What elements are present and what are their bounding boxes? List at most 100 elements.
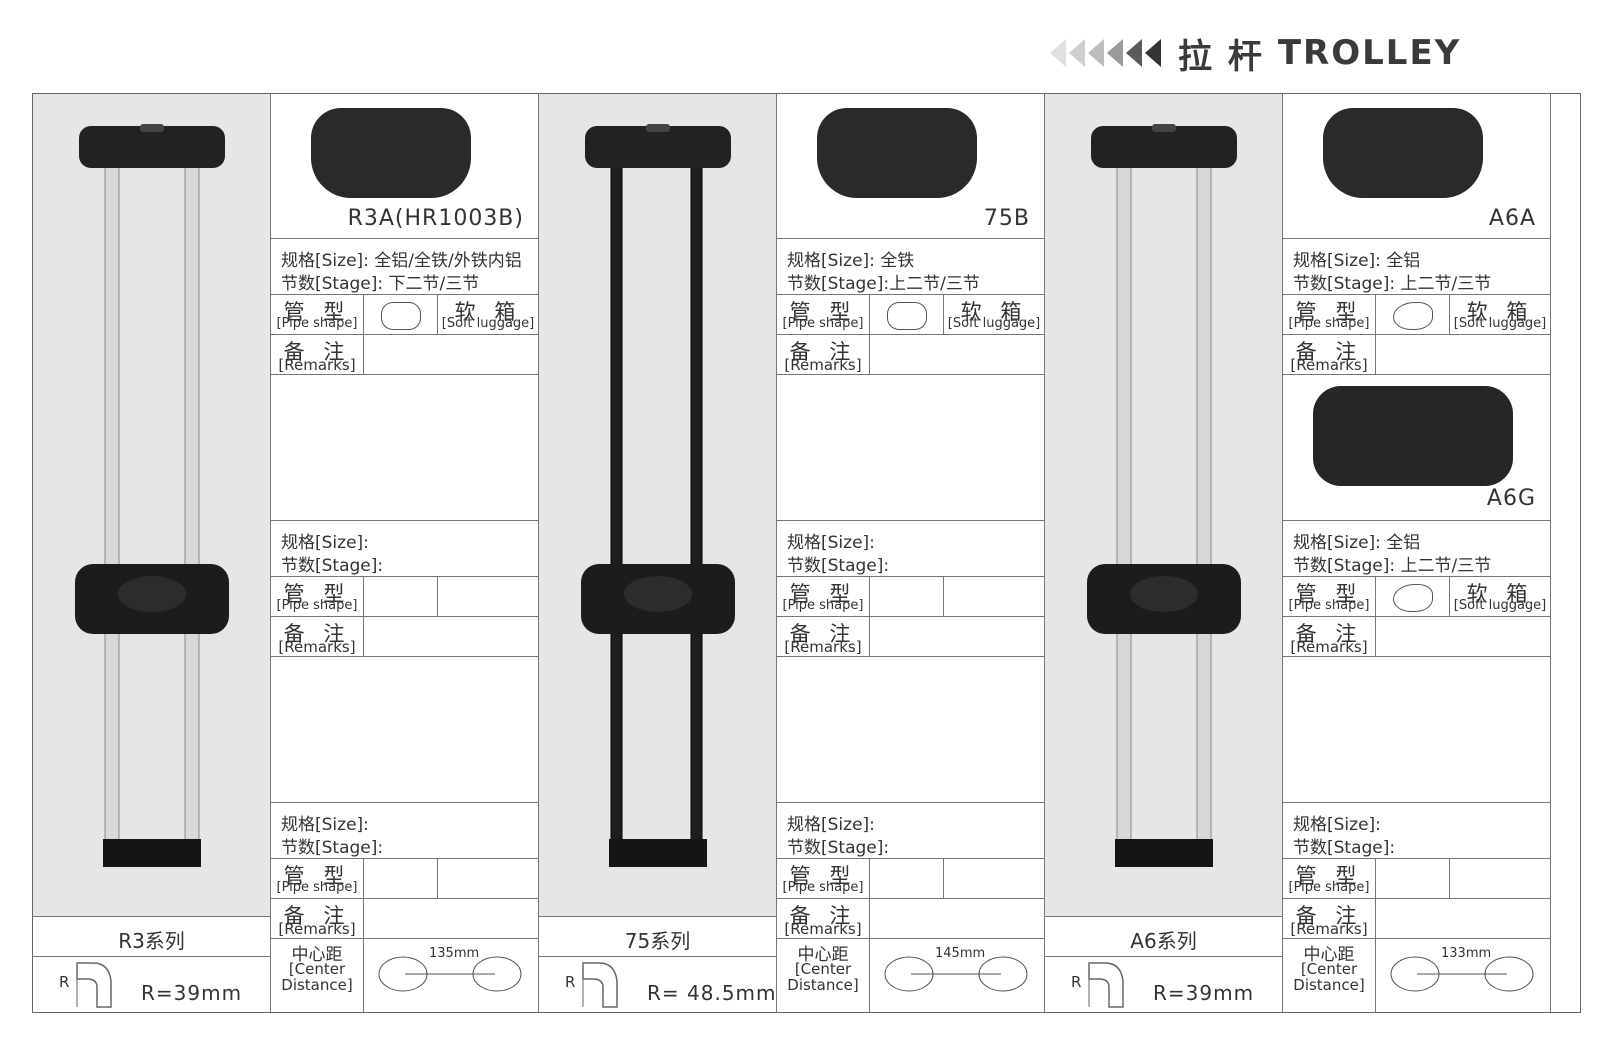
remarks-label-en: [Remarks] xyxy=(784,356,862,374)
trolley-image-panel xyxy=(33,94,271,916)
size-spec: 规格[Size]: xyxy=(1293,815,1381,835)
product-sheet: R3系列 R R=39mm R3A(HR1003B) 规格[Size]: 全铝/全铁/外… xyxy=(32,93,1581,1013)
center-label-cn: 中心距 xyxy=(291,945,343,965)
pipe-label-cn: 管 型 xyxy=(283,300,351,324)
pipe-label-cn: 管 型 xyxy=(283,582,351,606)
center-label-en: Distance] xyxy=(1293,976,1365,994)
center-label-en: Distance] xyxy=(787,976,859,994)
remarks-label-en: [Remarks] xyxy=(1290,638,1368,656)
handle-product-icon xyxy=(1323,108,1483,198)
remarks-label-en: [Remarks] xyxy=(278,920,356,938)
trolley-icon xyxy=(75,124,229,867)
remarks-label-en: [Remarks] xyxy=(784,920,862,938)
pipe-label-en: [Pipe shape] xyxy=(276,880,358,895)
pipe-shape-icon xyxy=(887,302,927,330)
size-spec: 规格[Size]: xyxy=(787,815,875,835)
stage-spec: 节数[Stage]: 下二节/三节 xyxy=(281,274,480,294)
handle-product-icon xyxy=(311,108,471,198)
trolley-icon xyxy=(581,124,735,867)
center-distance-diagram xyxy=(1387,948,1537,998)
r-letter: R xyxy=(59,973,70,991)
soft-label-cn: 软 箱 xyxy=(1466,300,1534,324)
radius-icon xyxy=(1088,962,1124,1008)
center-distance-value: 135mm xyxy=(429,946,480,961)
remarks-label-cn: 备 注 xyxy=(789,904,857,928)
model-number: A6A xyxy=(1488,206,1536,231)
pipe-label-cn: 管 型 xyxy=(1295,582,1363,606)
radius-value: R=39mm xyxy=(1153,981,1255,1005)
pipe-label-en: [Pipe shape] xyxy=(782,316,864,331)
center-label-cn: 中心距 xyxy=(1303,945,1355,965)
remarks-label-en: [Remarks] xyxy=(1290,920,1368,938)
pipe-shape-icon xyxy=(1393,302,1433,330)
size-spec: 规格[Size]: 全铝 xyxy=(1293,251,1421,271)
trolley-image-panel xyxy=(1045,94,1283,916)
page-header: 拉 杆 TROLLEY xyxy=(1050,28,1461,78)
remarks-label-en: [Remarks] xyxy=(1290,356,1368,374)
pipe-label-cn: 管 型 xyxy=(789,582,857,606)
remarks-label-cn: 备 注 xyxy=(283,340,351,364)
center-label-en: Distance] xyxy=(281,976,353,994)
remarks-label-cn: 备 注 xyxy=(283,904,351,928)
remarks-label-cn: 备 注 xyxy=(1295,904,1363,928)
soft-label-en: [Soft luggage] xyxy=(441,316,535,331)
soft-label-en: [Soft luggage] xyxy=(1453,598,1547,613)
radius-value: R= 48.5mm xyxy=(647,981,777,1005)
pipe-label-en: [Pipe shape] xyxy=(782,880,864,895)
stage-spec: 节数[Stage]: 上二节/三节 xyxy=(1293,274,1492,294)
pipe-label-en: [Pipe shape] xyxy=(276,316,358,331)
title-en: TROLLEY xyxy=(1277,33,1462,73)
model-number: R3A(HR1003B) xyxy=(347,206,524,231)
pipe-label-cn: 管 型 xyxy=(1295,864,1363,888)
title-cn: 拉 杆 xyxy=(1178,36,1264,77)
stage-spec: 节数[Stage]: xyxy=(1293,838,1396,858)
center-distance-icon xyxy=(378,956,522,992)
pipe-label-en: [Pipe shape] xyxy=(782,598,864,613)
spec-panel: R3A(HR1003B) 规格[Size]: 全铝/全铁/外铁内铝节数[Stage… xyxy=(271,94,539,1012)
radius-icon xyxy=(76,962,112,1008)
pipe-label-cn: 管 型 xyxy=(789,300,857,324)
soft-label-cn: 软 箱 xyxy=(1466,582,1534,606)
center-distance-value: 145mm xyxy=(935,946,986,961)
chevrons-icon xyxy=(1050,39,1164,67)
center-label-en: [Center xyxy=(1300,960,1358,978)
pipe-label-en: [Pipe shape] xyxy=(1288,598,1370,613)
pipe-label-en: [Pipe shape] xyxy=(276,598,358,613)
size-spec: 规格[Size]: 全铝 xyxy=(1293,533,1421,553)
pipe-shape-icon xyxy=(1393,584,1433,612)
center-distance-diagram xyxy=(881,948,1031,998)
soft-label-cn: 软 箱 xyxy=(960,300,1028,324)
stage-spec: 节数[Stage]: xyxy=(787,556,890,576)
pipe-label-en: [Pipe shape] xyxy=(1288,880,1370,895)
soft-label-cn: 软 箱 xyxy=(454,300,522,324)
r-letter: R xyxy=(1071,973,1082,991)
center-distance-icon xyxy=(884,956,1028,992)
remarks-label-en: [Remarks] xyxy=(278,638,356,656)
radius-value: R=39mm xyxy=(141,981,243,1005)
remarks-label-cn: 备 注 xyxy=(789,340,857,364)
size-spec: 规格[Size]: 全铝/全铁/外铁内铝 xyxy=(281,251,522,271)
model-number-2: A6G xyxy=(1486,486,1536,511)
remarks-label-cn: 备 注 xyxy=(283,622,351,646)
center-label-en: [Center xyxy=(288,960,346,978)
size-spec: 规格[Size]: xyxy=(281,815,369,835)
handle-product-icon xyxy=(1313,386,1513,486)
series-label: R3系列 xyxy=(118,929,185,953)
pipe-label-cn: 管 型 xyxy=(789,864,857,888)
radius-icon xyxy=(582,962,618,1008)
remarks-label-cn: 备 注 xyxy=(1295,622,1363,646)
stage-spec: 节数[Stage]: 上二节/三节 xyxy=(1293,556,1492,576)
stage-spec: 节数[Stage]: xyxy=(281,838,384,858)
r-letter: R xyxy=(565,973,576,991)
center-label-cn: 中心距 xyxy=(797,945,849,965)
handle-product-icon xyxy=(817,108,977,198)
model-number: 75B xyxy=(983,206,1030,231)
series-label: 75系列 xyxy=(624,929,691,953)
remarks-label-cn: 备 注 xyxy=(1295,340,1363,364)
trolley-icon xyxy=(1087,124,1241,867)
pipe-label-cn: 管 型 xyxy=(1295,300,1363,324)
center-label-en: [Center xyxy=(794,960,852,978)
remarks-label-en: [Remarks] xyxy=(278,356,356,374)
